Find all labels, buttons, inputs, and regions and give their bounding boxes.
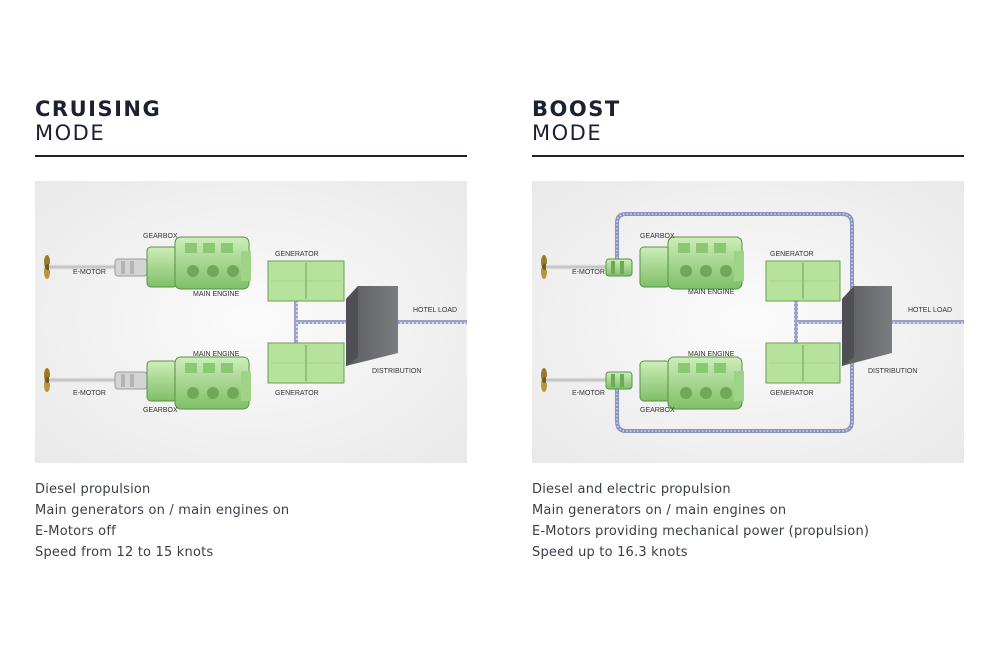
distribution-box — [346, 286, 398, 366]
hotel-load-label: HOTEL LOAD — [908, 307, 952, 314]
main-engine-icon — [146, 356, 251, 410]
main-engine-icon — [639, 356, 744, 410]
description-line: Speed up to 16.3 knots — [532, 545, 688, 560]
gearbox-label: GEARBOX — [640, 233, 675, 240]
e-motor-icon — [605, 371, 633, 390]
power-cable — [892, 320, 964, 324]
generator-label: GENERATOR — [275, 390, 319, 397]
gearbox-label: GEARBOX — [640, 407, 675, 414]
distribution-label: DISTRIBUTION — [372, 368, 421, 375]
boost-subtitle: MODE — [532, 121, 603, 145]
description-line: Main generators on / main engines on — [35, 503, 290, 518]
generator-icon — [267, 342, 345, 384]
cruising-subtitle: MODE — [35, 121, 106, 145]
main-engine-label: MAIN ENGINE — [688, 351, 735, 358]
main-engine-label: MAIN ENGINE — [688, 289, 735, 296]
propeller-shaft — [546, 377, 608, 383]
cruising-mode-panel: CRUISING MODE — [35, 0, 467, 667]
boost-title: BOOST — [532, 97, 621, 121]
gearbox-label: GEARBOX — [143, 407, 178, 414]
description-line: E-Motors off — [35, 524, 116, 539]
description-line: Diesel propulsion — [35, 482, 151, 497]
propeller-shaft — [546, 264, 608, 270]
boost-divider — [532, 155, 964, 157]
description-line: Diesel and electric propulsion — [532, 482, 731, 497]
power-cable — [395, 320, 467, 324]
gearbox-label: GEARBOX — [143, 233, 178, 240]
boost-mode-panel: BOOST MODE — [532, 0, 964, 667]
generator-icon — [765, 342, 841, 384]
generator-icon — [267, 260, 345, 302]
main-engine-label: MAIN ENGINE — [193, 291, 240, 298]
generator-label: GENERATOR — [770, 390, 814, 397]
distribution-box — [842, 286, 892, 366]
boost-description: Diesel and electric propulsion Main gene… — [532, 479, 972, 563]
generator-label: GENERATOR — [770, 251, 814, 258]
e-motor-icon — [605, 258, 633, 277]
generator-icon — [765, 260, 841, 302]
power-cable — [296, 320, 348, 324]
cruising-title: CRUISING — [35, 97, 162, 121]
description-line: Speed from 12 to 15 knots — [35, 545, 214, 560]
propeller-icon — [44, 255, 51, 279]
boost-diagram: GEARBOX E-MOTOR MAIN ENGINE GENERATOR HO… — [532, 181, 964, 463]
main-engine-icon — [639, 236, 744, 290]
propeller-shaft — [49, 264, 119, 270]
cruising-diagram: GEARBOX E-MOTOR MAIN ENGINE GENERATOR HO… — [35, 181, 467, 463]
e-motor-icon — [114, 371, 148, 390]
e-motor-label: E-MOTOR — [73, 269, 106, 276]
main-engine-label: MAIN ENGINE — [193, 351, 240, 358]
cruising-divider — [35, 155, 467, 157]
cruising-description: Diesel propulsion Main generators on / m… — [35, 479, 475, 563]
e-motor-label: E-MOTOR — [572, 269, 605, 276]
main-engine-icon — [146, 236, 251, 290]
e-motor-label: E-MOTOR — [73, 390, 106, 397]
hotel-load-label: HOTEL LOAD — [413, 307, 457, 314]
e-motor-icon — [114, 258, 148, 277]
power-cable — [796, 320, 846, 324]
distribution-label: DISTRIBUTION — [868, 368, 917, 375]
description-line: E-Motors providing mechanical power (pro… — [532, 524, 870, 539]
generator-label: GENERATOR — [275, 251, 319, 258]
e-motor-label: E-MOTOR — [572, 390, 605, 397]
propeller-shaft — [49, 377, 119, 383]
description-line: Main generators on / main engines on — [532, 503, 787, 518]
